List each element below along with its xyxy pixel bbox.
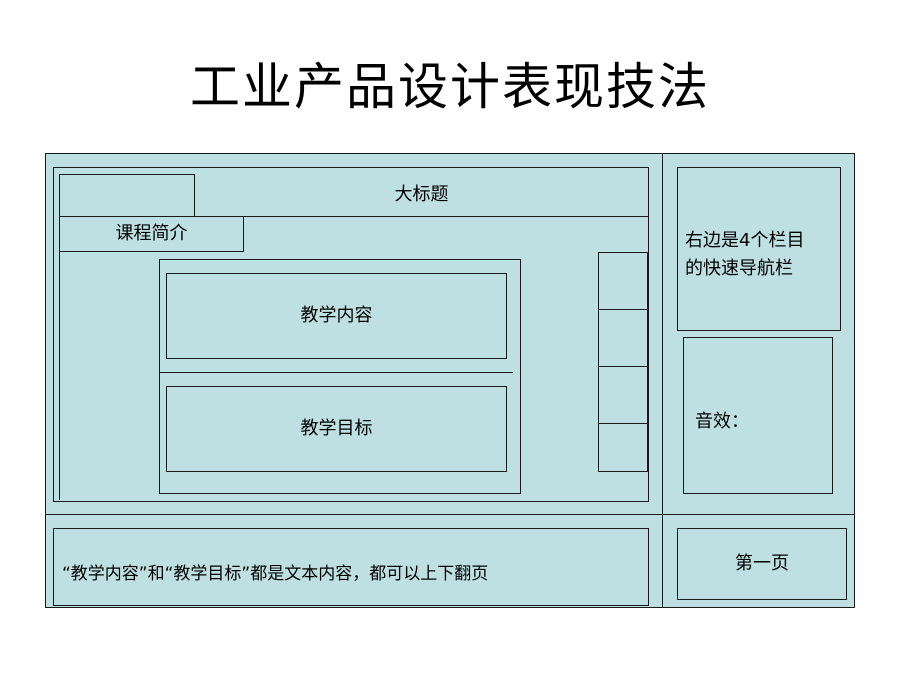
page-title: 工业产品设计表现技法 xyxy=(190,58,710,116)
content-container xyxy=(159,259,521,494)
big-title-label: 大标题 xyxy=(394,184,449,205)
sound-label: 音效： xyxy=(695,411,749,432)
frame-vertical-divider xyxy=(662,153,663,608)
quick-nav-item-2[interactable] xyxy=(598,310,648,366)
nav-note-box xyxy=(677,167,841,331)
sound-box xyxy=(683,337,833,494)
quick-nav-separator-3 xyxy=(598,423,648,424)
footer-note-box xyxy=(53,528,649,606)
logo-placeholder-box xyxy=(59,174,195,217)
main-content-area xyxy=(53,167,649,502)
teaching-goal-box[interactable]: 教学目标 xyxy=(166,386,507,472)
first-page-label: 第一页 xyxy=(735,553,789,574)
course-intro-label: 课程简介 xyxy=(115,223,188,244)
outer-frame xyxy=(45,153,855,608)
main-inner-left-line xyxy=(59,174,60,500)
teaching-content-label: 教学内容 xyxy=(300,305,373,326)
quick-nav-column xyxy=(598,252,648,472)
quick-nav-separator-2 xyxy=(598,366,648,367)
content-divider xyxy=(159,372,513,373)
quick-nav-item-1[interactable] xyxy=(598,252,648,310)
quick-nav-item-4[interactable] xyxy=(598,424,648,472)
teaching-goal-label: 教学目标 xyxy=(300,418,373,439)
nav-note-line2: 的快速导航栏 xyxy=(685,258,793,279)
first-page-button[interactable]: 第一页 xyxy=(677,528,847,600)
header-bottom-line xyxy=(59,216,648,217)
quick-nav-separator-1 xyxy=(598,309,648,310)
course-intro-tab[interactable]: 课程简介 xyxy=(59,216,244,252)
teaching-content-box[interactable]: 教学内容 xyxy=(166,273,507,359)
footer-note-text: “教学内容”和“教学目标”都是文本内容，都可以上下翻页 xyxy=(62,564,489,584)
nav-note-line1: 右边是4个栏目 xyxy=(685,230,805,251)
quick-nav-item-3[interactable] xyxy=(598,367,648,423)
frame-horizontal-divider xyxy=(45,514,855,515)
